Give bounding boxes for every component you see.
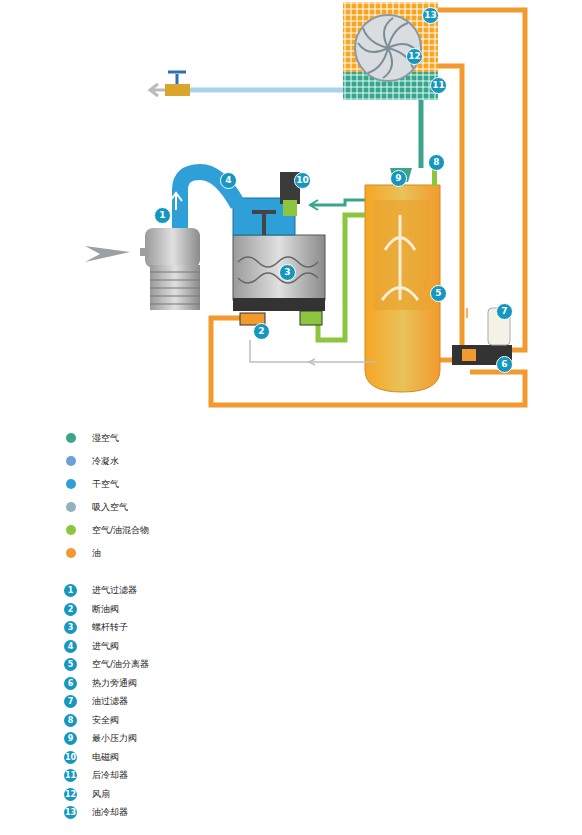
callout-number: 7: [64, 695, 77, 708]
callout-number: 9: [64, 732, 77, 745]
legend-text: 进气阀: [92, 640, 119, 652]
intake-pipe: [180, 172, 238, 232]
legend-text: 油: [92, 547, 101, 559]
legend-text: 冷凝水: [92, 455, 119, 467]
legend-swatch: [66, 525, 76, 535]
callout-number: 11: [430, 77, 447, 94]
legend-swatch: [66, 456, 76, 466]
outlet-valve: [150, 72, 190, 96]
legend-text: 湿空气: [92, 432, 119, 444]
legend-text: 安全阀: [92, 714, 119, 726]
callout-number: 2: [64, 603, 77, 616]
callout-number: 10: [64, 751, 77, 764]
callout-number: 7: [496, 303, 513, 320]
legend-text: 吸入空气: [92, 501, 128, 513]
legend-text: 螺杆转子: [92, 621, 128, 633]
callout-number: 5: [430, 285, 447, 302]
callout-number: 1: [64, 584, 77, 597]
legend-text: 断油阀: [92, 603, 119, 615]
intake-arrow: [85, 246, 130, 262]
legend-text: 进气过滤器: [92, 584, 137, 596]
separator-vessel: [365, 185, 440, 392]
callout-number: 13: [422, 7, 439, 24]
oil-pipe: [211, 10, 525, 405]
legend-text: 电磁阀: [92, 751, 119, 763]
callout-number: 4: [220, 172, 237, 189]
callout-number: 8: [428, 154, 445, 171]
callout-number: 1: [154, 207, 171, 224]
legend-text: 空气/油混合物: [92, 524, 149, 536]
callout-number: 13: [64, 806, 77, 819]
dry-air-pipe: [190, 88, 343, 93]
legend-swatch: [66, 548, 76, 558]
callout-number: 12: [64, 788, 77, 801]
legend-text: 空气/油分离器: [92, 658, 149, 670]
callout-number: 4: [64, 640, 77, 653]
callout-number: 12: [406, 48, 423, 65]
intake-filter: [145, 228, 200, 268]
callout-number: 6: [64, 677, 77, 690]
callout-number: 5: [64, 658, 77, 671]
callout-number: 3: [64, 621, 77, 634]
fan-blades: [358, 18, 418, 78]
legend-swatch: [66, 479, 76, 489]
legend-text: 油过滤器: [92, 695, 128, 707]
callout-number: 6: [496, 356, 513, 373]
legend-text: 最小压力阀: [92, 732, 137, 744]
callout-number: 10: [294, 172, 311, 189]
legend-swatch: [66, 502, 76, 512]
legend-text: 油冷却器: [92, 806, 128, 818]
callout-number: 9: [390, 170, 407, 187]
callout-number: 11: [64, 769, 77, 782]
callout-number: 2: [253, 323, 270, 340]
callout-number: 3: [279, 264, 296, 281]
element-base: [233, 298, 325, 311]
callout-number: 8: [64, 714, 77, 727]
legend-text: 风扇: [92, 788, 110, 800]
legend-text: 后冷却器: [92, 769, 128, 781]
legend-text: 热力旁通阀: [92, 677, 137, 689]
legend-swatch: [66, 433, 76, 443]
wet-air-pipe: [419, 100, 424, 168]
legend-text: 干空气: [92, 478, 119, 490]
screw-element: [233, 235, 325, 300]
